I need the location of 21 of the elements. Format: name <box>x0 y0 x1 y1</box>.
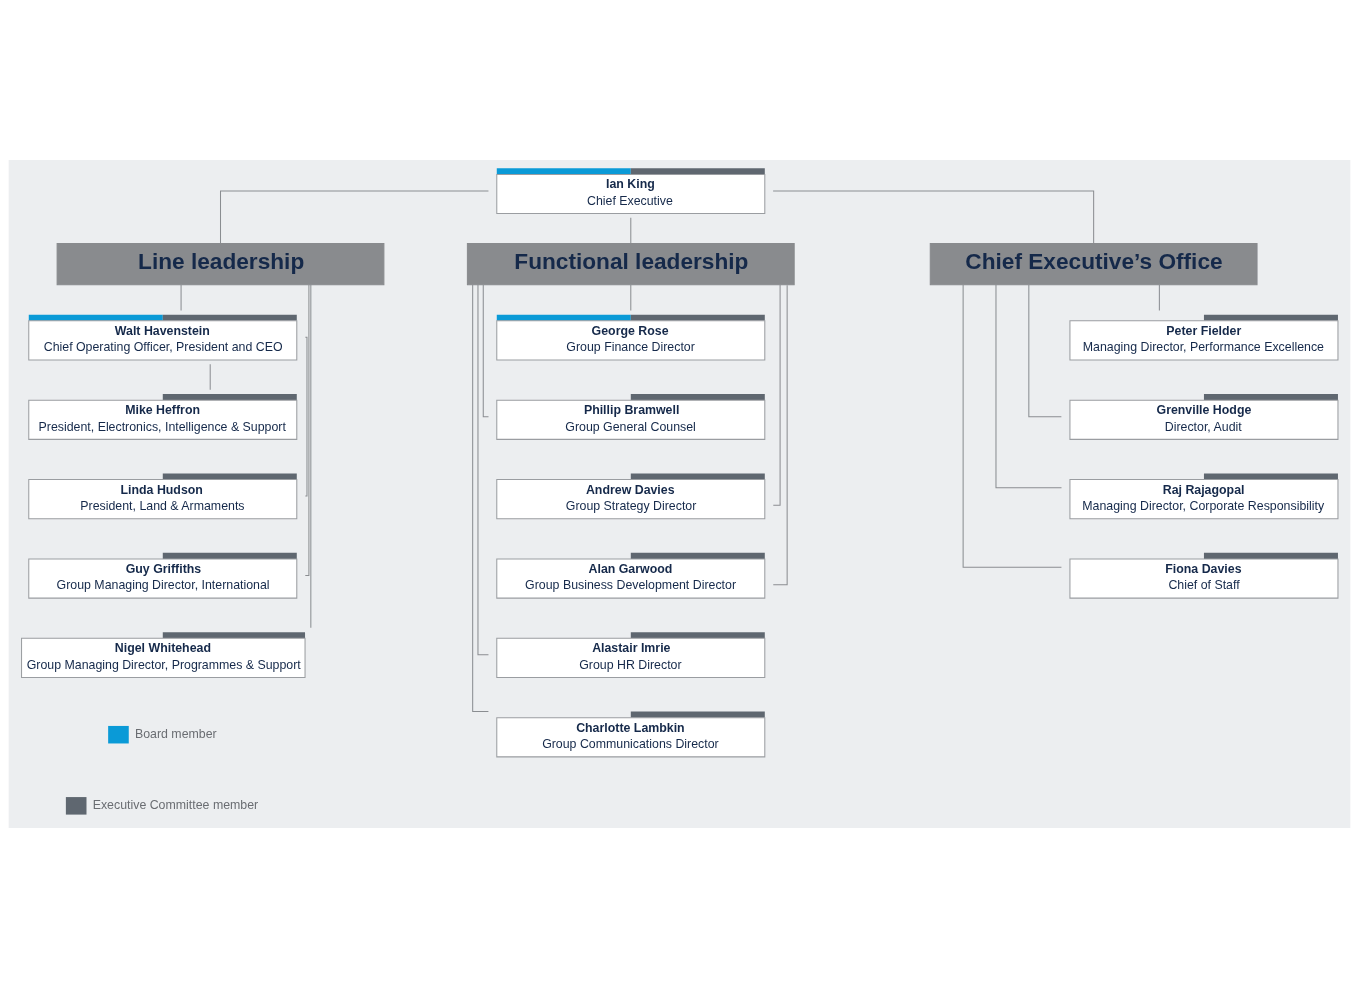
connector <box>1028 284 1062 418</box>
legend-label: Board member <box>134 726 217 741</box>
connector <box>962 284 1062 568</box>
connector <box>995 284 1062 489</box>
connector <box>310 284 312 629</box>
legend-label: Executive Committee member <box>92 798 259 813</box>
connector <box>630 217 632 244</box>
node-box: Chief Executive’s Office <box>929 243 1258 286</box>
connector <box>482 284 489 418</box>
connector <box>1158 284 1160 311</box>
connector <box>630 284 632 311</box>
connector <box>304 284 310 576</box>
node-box: Line leadership <box>56 243 385 286</box>
connector <box>220 190 489 244</box>
connector <box>180 284 182 311</box>
connector <box>772 190 1095 244</box>
connector <box>209 363 211 391</box>
connector <box>772 284 781 506</box>
node-box: Functional leadership <box>466 243 795 286</box>
connector <box>304 336 308 497</box>
connector <box>477 284 489 656</box>
